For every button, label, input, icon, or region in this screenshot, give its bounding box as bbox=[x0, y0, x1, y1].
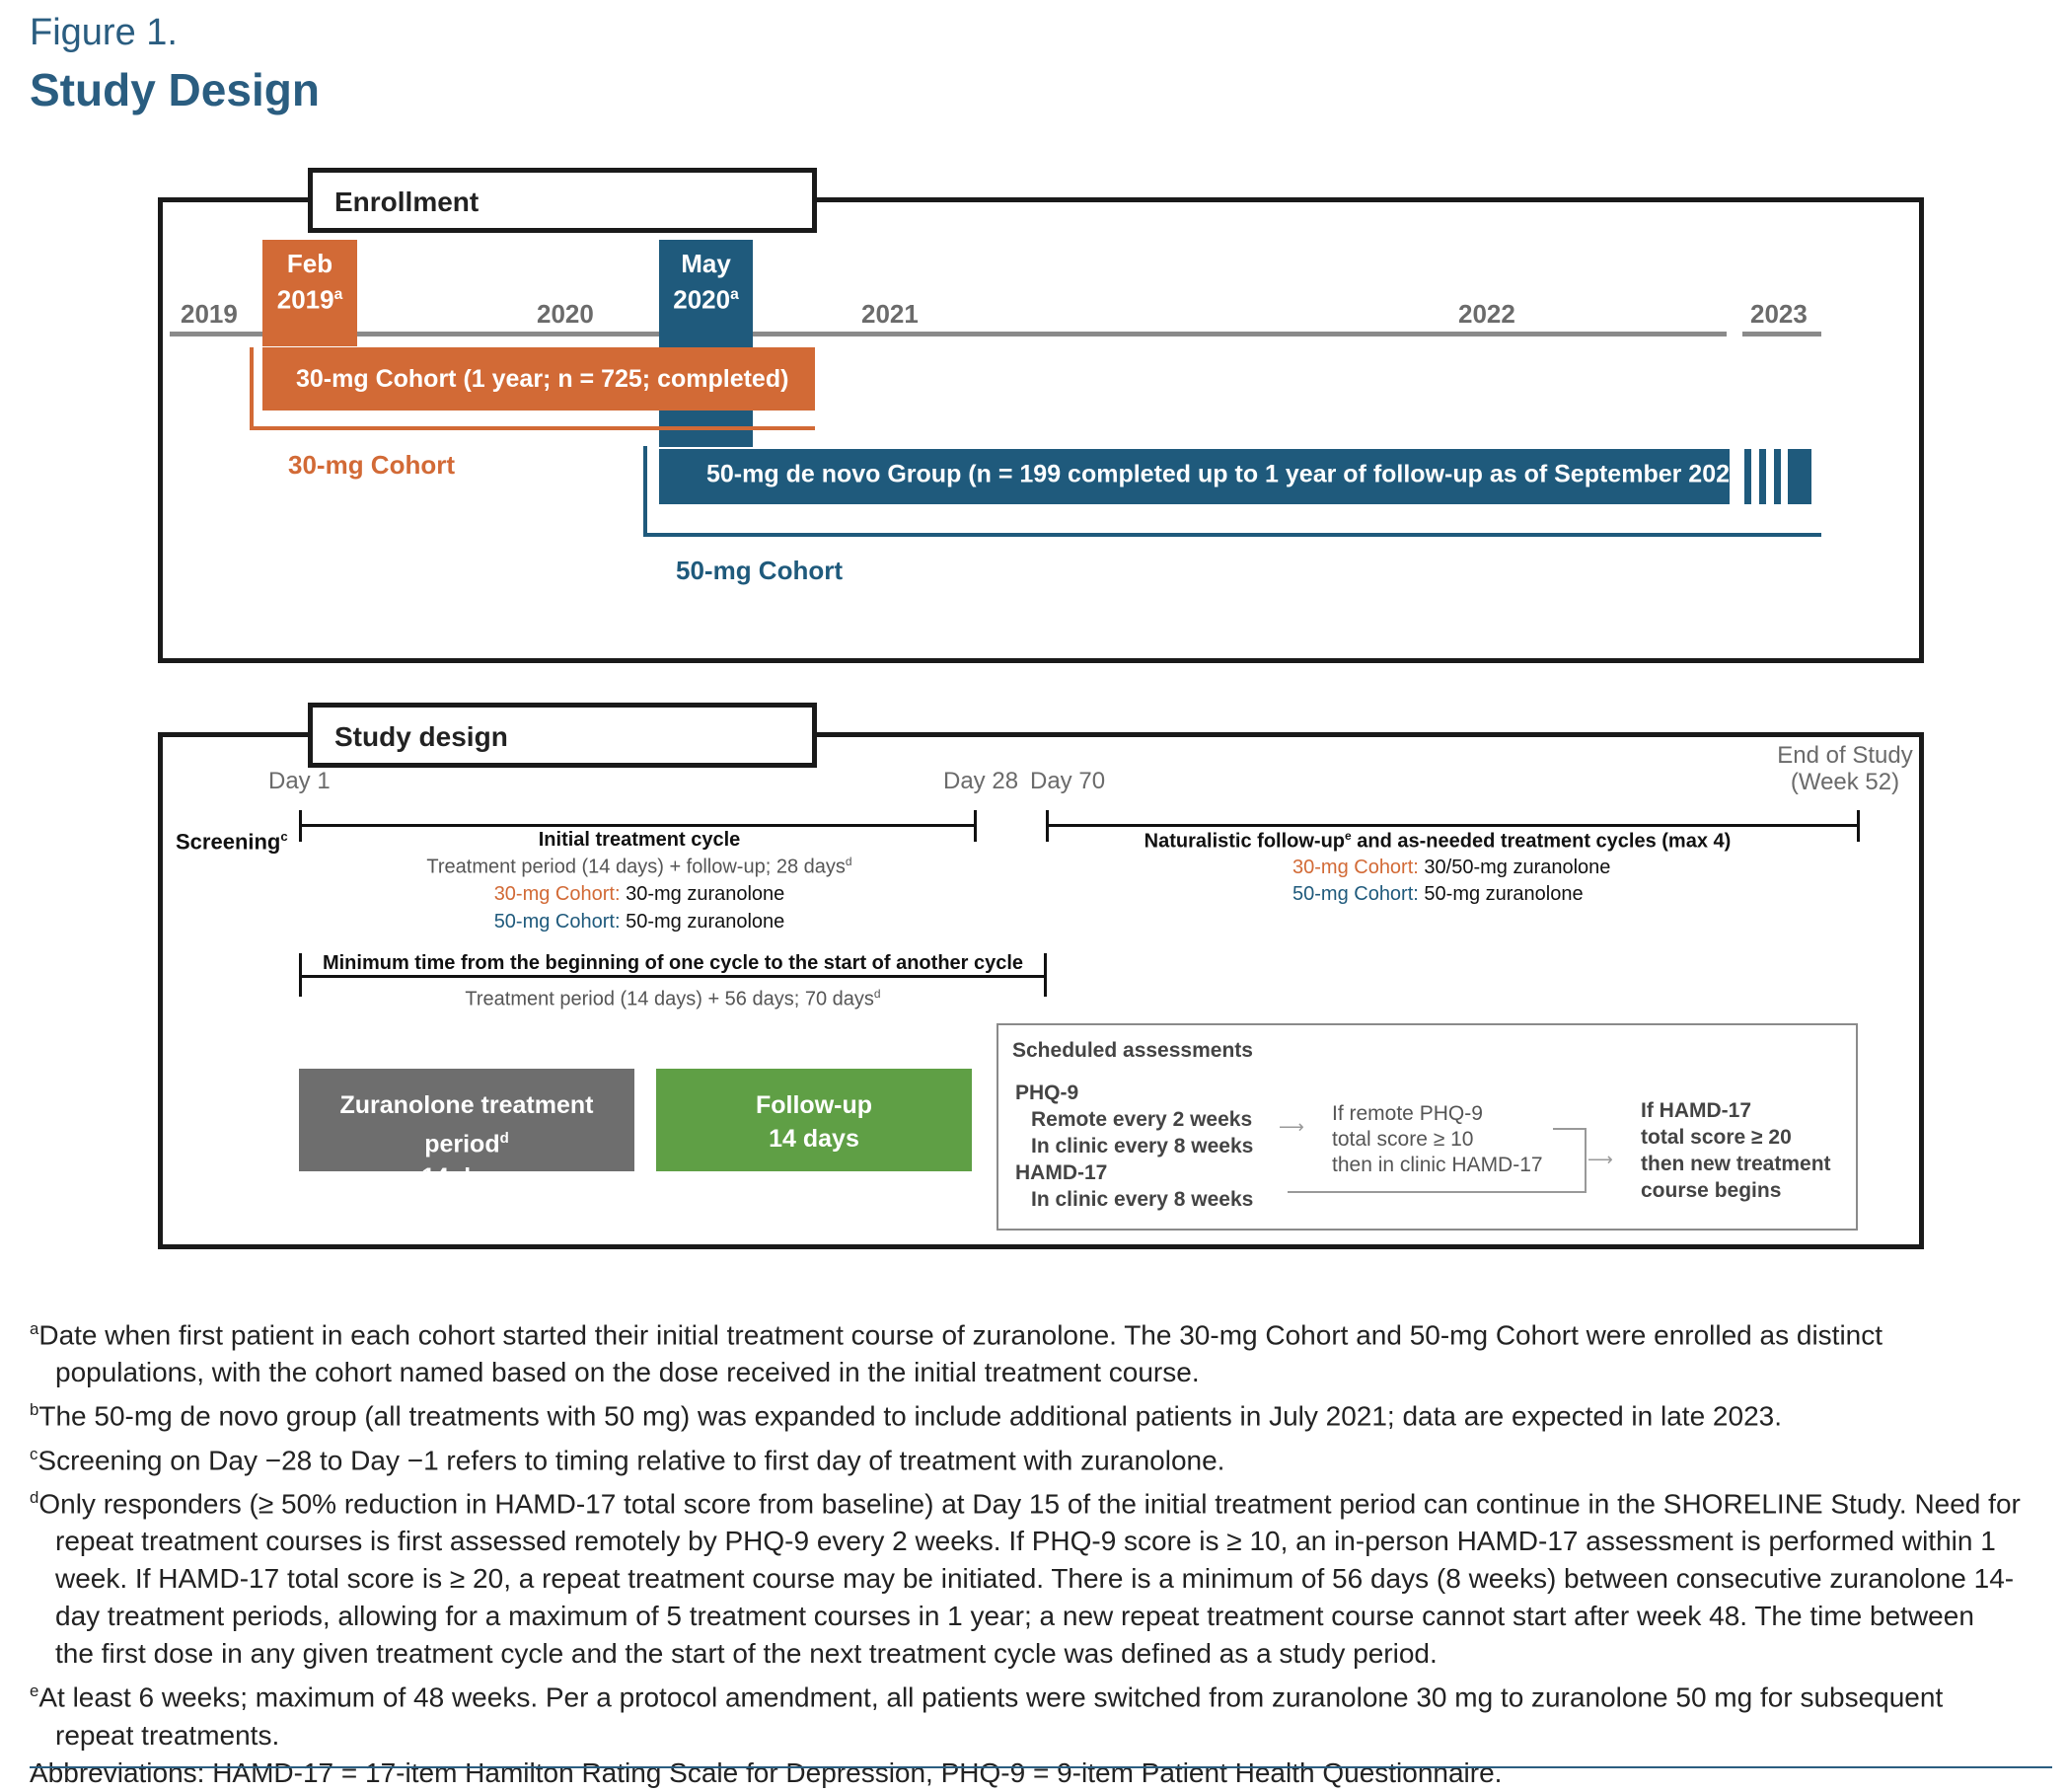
continuation-stripe bbox=[1788, 449, 1811, 504]
cohort-30mg-bar-label: 30-mg Cohort (1 year; n = 725; completed… bbox=[296, 365, 789, 393]
footnote-d-cont: the first dose in any given treatment cy… bbox=[55, 1638, 1438, 1670]
footnote-d: dOnly responders (≥ 50% reduction in HAM… bbox=[30, 1487, 2021, 1520]
arrow-icon: ⟶ bbox=[1587, 1150, 1613, 1169]
study-design-tab: Study design bbox=[308, 703, 817, 768]
footnote-a: aDate when first patient in each cohort … bbox=[30, 1319, 1883, 1351]
footnote-d-cont: week. If HAMD-17 total score is ≥ 20, a … bbox=[55, 1563, 2015, 1595]
year-label: 2021 bbox=[861, 299, 919, 329]
connector-line bbox=[1553, 1128, 1587, 1193]
naturalistic-50mg: 50-mg Cohort: 50-mg zuranolone bbox=[1292, 883, 1584, 905]
cohort-30mg-bracket bbox=[250, 347, 815, 430]
tick bbox=[1046, 810, 1049, 842]
minimum-time-title: Minimum time from the beginning of one c… bbox=[322, 952, 1024, 974]
naturalistic-30mg: 30-mg Cohort: 30/50-mg zuranolone bbox=[1292, 857, 1611, 878]
may-year: 2020a bbox=[673, 284, 739, 315]
initial-cycle-50mg: 50-mg Cohort: 50-mg zuranolone bbox=[493, 911, 785, 933]
feb-month: Feb bbox=[286, 249, 333, 278]
arrow-icon: ⟶ bbox=[1279, 1117, 1304, 1137]
cohort-50mg-bar bbox=[659, 449, 1730, 504]
followup-box: Follow-up 14 days bbox=[656, 1069, 972, 1171]
tick bbox=[1044, 953, 1047, 997]
continuation-stripe bbox=[1744, 449, 1751, 504]
assessments-phq-block: PHQ-9 Remote every 2 weeks In clinic eve… bbox=[1015, 1082, 1254, 1211]
scheduled-assessments-box bbox=[997, 1023, 1858, 1231]
figure-label: Figure 1. bbox=[30, 12, 178, 53]
bottom-rule bbox=[30, 1766, 2052, 1768]
naturalistic-line bbox=[1046, 824, 1860, 827]
footnote-e-cont: repeat treatments. bbox=[55, 1719, 280, 1751]
footnote-a-cont: populations, with the cohort named based… bbox=[55, 1357, 1200, 1388]
cohort-30mg-label: 30-mg Cohort bbox=[288, 450, 455, 480]
year-label: 2019 bbox=[181, 299, 238, 329]
treatment-period-box: Zuranolone treatment periodd 14 days bbox=[299, 1069, 634, 1191]
timeline-axis bbox=[170, 332, 1727, 336]
year-label: 2023 bbox=[1750, 299, 1808, 329]
tick bbox=[1857, 810, 1860, 842]
day28-label: Day 28 bbox=[943, 768, 1019, 794]
footnote-e: eAt least 6 weeks; maximum of 48 weeks. … bbox=[30, 1681, 1944, 1713]
footnote-c: cScreening on Day −28 to Day −1 refers t… bbox=[30, 1444, 1225, 1475]
footnotes: aDate when first patient in each cohort … bbox=[30, 1310, 2052, 1792]
study-design-panel bbox=[158, 732, 1924, 1249]
day1-label: Day 1 bbox=[268, 768, 331, 794]
day70-label: Day 70 bbox=[1030, 768, 1106, 794]
cohort-50mg-label: 50-mg Cohort bbox=[676, 556, 843, 585]
cohort-30mg-bar bbox=[262, 347, 815, 411]
naturalistic-title: Naturalistic follow-upe and as-needed tr… bbox=[1144, 829, 1732, 853]
study-design-tab-label: Study design bbox=[334, 721, 508, 752]
connector-line bbox=[1288, 1191, 1554, 1193]
enrollment-tab: Enrollment bbox=[308, 168, 817, 233]
tick bbox=[299, 810, 302, 842]
year-label: 2022 bbox=[1458, 299, 1515, 329]
tick bbox=[974, 810, 977, 842]
feb-2019-marker: Feb 2019a bbox=[262, 240, 357, 346]
continuation-stripe bbox=[1759, 449, 1766, 504]
assessments-mid-block: If remote PHQ-9 total score ≥ 10 then in… bbox=[1332, 1102, 1543, 1176]
abbreviations: Abbreviations: HAMD-17 = 17-item Hamilto… bbox=[30, 1756, 1503, 1788]
initial-cycle-line bbox=[299, 824, 976, 827]
tick bbox=[299, 953, 302, 997]
end-of-study-label: End of Study (Week 52) bbox=[1777, 742, 1913, 795]
footnote-d-cont: repeat treatment courses is first assess… bbox=[55, 1526, 1996, 1557]
feb-year: 2019a bbox=[276, 284, 343, 315]
assessments-right-block: If HAMD-17 total score ≥ 20 then new tre… bbox=[1641, 1099, 1831, 1202]
initial-cycle-desc: Treatment period (14 days) + follow-up; … bbox=[426, 855, 852, 878]
may-2020-column bbox=[659, 240, 753, 447]
cohort-50mg-bar-label: 50-mg de novo Group (n = 199 completed u… bbox=[706, 460, 1761, 488]
cohort-50mg-bracket bbox=[643, 446, 1821, 537]
minimum-time-desc: Treatment period (14 days) + 56 days; 70… bbox=[465, 987, 881, 1010]
may-month: May bbox=[681, 249, 731, 278]
enrollment-tab-label: Enrollment bbox=[334, 187, 480, 217]
initial-cycle-title: Initial treatment cycle bbox=[538, 829, 741, 851]
enrollment-panel bbox=[158, 197, 1924, 663]
minimum-time-line bbox=[299, 975, 1047, 978]
screening-label: Screeningc bbox=[176, 829, 288, 855]
footnote-b: bThe 50-mg de novo group (all treatments… bbox=[30, 1400, 1782, 1432]
assessments-title: Scheduled assessments bbox=[1012, 1039, 1253, 1062]
initial-cycle-30mg: 30-mg Cohort: 30-mg zuranolone bbox=[493, 883, 785, 905]
footnote-d-cont: day treatment periods, allowing for a ma… bbox=[55, 1601, 1974, 1632]
continuation-stripe bbox=[1774, 449, 1781, 504]
year-label: 2020 bbox=[537, 299, 594, 329]
figure-title: Study Design bbox=[30, 64, 320, 115]
may-2020-marker: May 2020a bbox=[659, 240, 753, 346]
timeline-axis-end bbox=[1742, 332, 1821, 336]
